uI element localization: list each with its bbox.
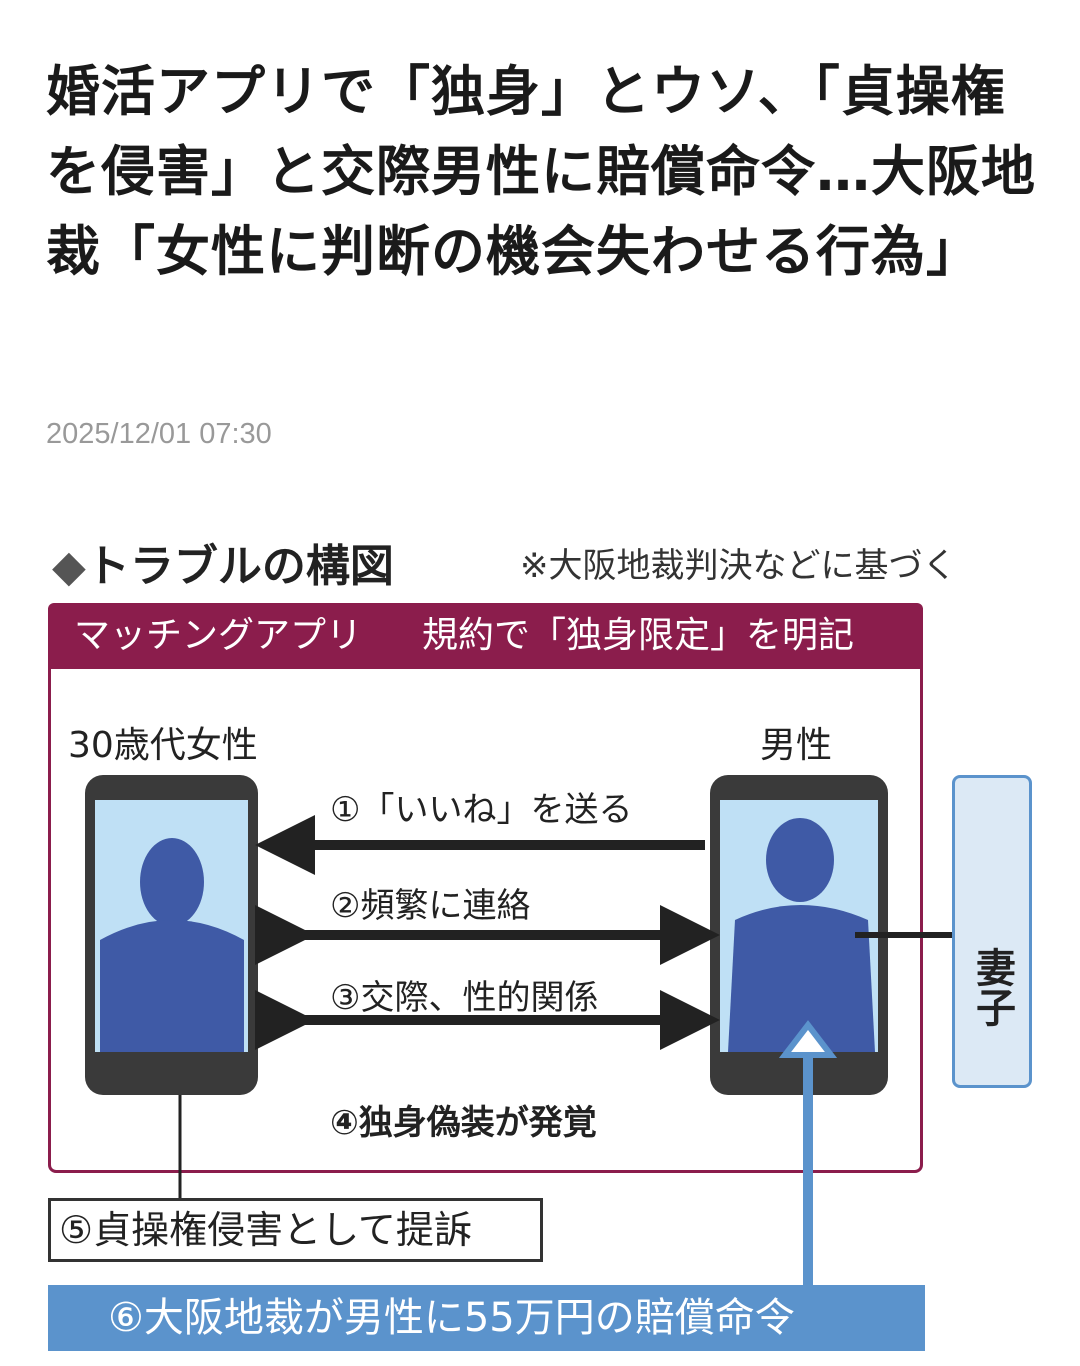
app-label: マッチングアプリ xyxy=(74,615,363,656)
man-phone xyxy=(710,775,888,1095)
step-2: ②頻繁に連絡 xyxy=(330,886,531,926)
woman-phone xyxy=(85,775,258,1095)
article-title: 婚活アプリで「独身」とウソ、「貞操権を侵害」と交際男性に賠償命令…大阪地裁「女性… xyxy=(46,60,1036,283)
figure-note: ※大阪地裁判決などに基づく xyxy=(520,546,957,586)
figure-heading-text: トラブルの構図 xyxy=(85,541,394,592)
figure-heading: ◆トラブルの構図 xyxy=(52,530,394,594)
app-rule: 規約で「独身限定」を明記 xyxy=(422,615,855,656)
diagram-graphics xyxy=(85,775,955,1285)
step-1: ①「いいね」を送る xyxy=(330,790,633,830)
infographic: ◆トラブルの構図 ※大阪地裁判決などに基づく マッチングアプリ 規約で「独身限定」… xyxy=(0,500,1080,1366)
step-4: ④独身偽装が発覚 xyxy=(330,1103,597,1143)
step-6: ⑥大阪地裁が男性に55万円の賠償命令 xyxy=(48,1285,925,1351)
spouse-box: 妻子 xyxy=(952,775,1032,1088)
cube-icon: ◆ xyxy=(52,541,86,592)
article-date: 2025/12/01 07:30 xyxy=(46,418,272,450)
man-label: 男性 xyxy=(760,725,833,766)
order-arrowhead xyxy=(778,1020,838,1058)
step-3: ③交際、性的関係 xyxy=(330,978,599,1018)
woman-label: 30歳代女性 xyxy=(68,725,258,766)
app-band: マッチングアプリ 規約で「独身限定」を明記 xyxy=(48,603,923,669)
step-5: ⑤貞操権侵害として提訴 xyxy=(48,1198,543,1262)
